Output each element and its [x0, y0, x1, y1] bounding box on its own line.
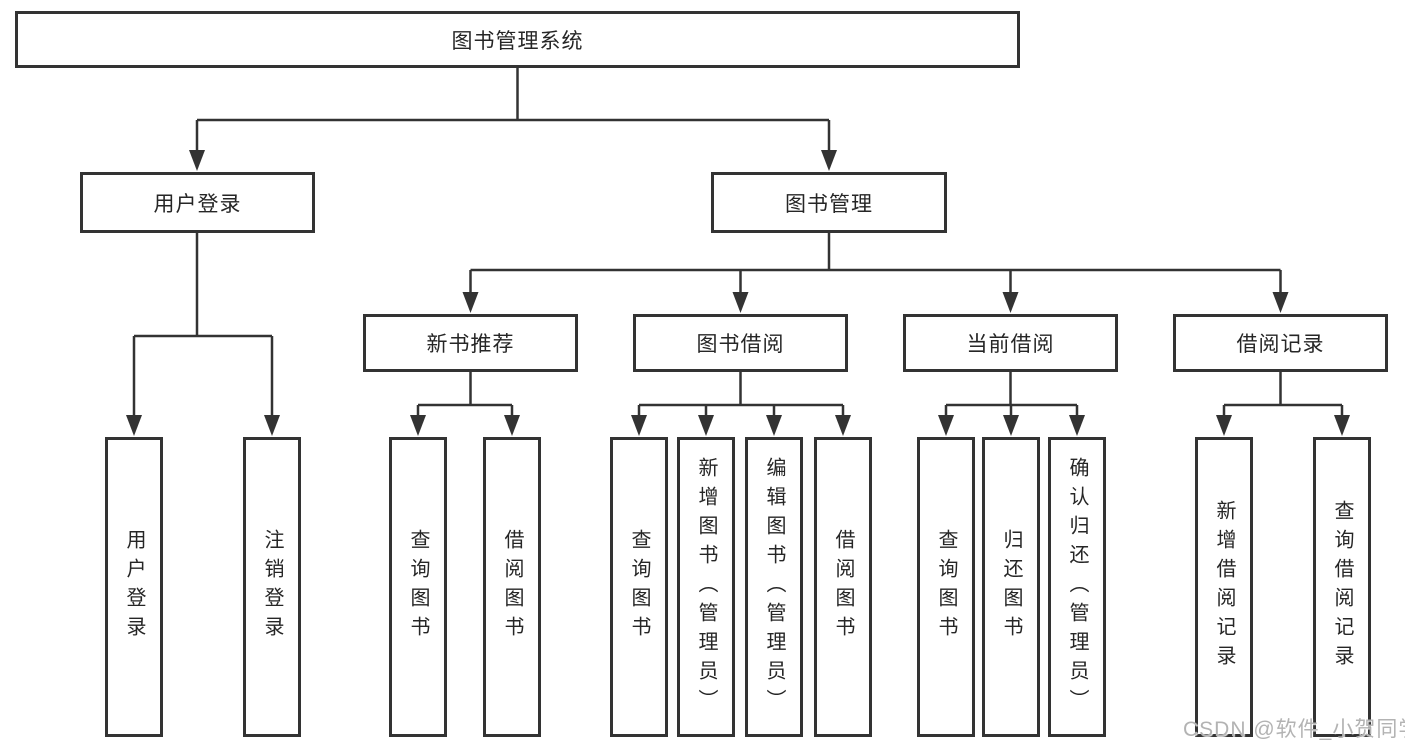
leaf-return-book: 归还图书	[982, 437, 1040, 737]
leaf-user-login-label: 用户登录	[123, 529, 145, 645]
leaf-borrow-book-1-label: 借阅图书	[501, 529, 523, 645]
leaf-query-book-3-label: 查询图书	[935, 529, 957, 645]
leaf-add-book-admin: 新增图书（管理员）	[677, 437, 735, 737]
leaf-add-borrow-record: 新增借阅记录	[1195, 437, 1253, 737]
leaf-confirm-return-admin: 确认归还（管理员）	[1048, 437, 1106, 737]
leaf-query-book-2-label: 查询图书	[628, 529, 650, 645]
node-borrowing-records: 借阅记录	[1173, 314, 1388, 372]
leaf-logout: 注销登录	[243, 437, 301, 737]
leaf-edit-book-admin-label: 编辑图书（管理员）	[763, 456, 785, 718]
node-book-management: 图书管理	[711, 172, 947, 233]
node-new-book-recommend: 新书推荐	[363, 314, 578, 372]
leaf-confirm-return-admin-label: 确认归还（管理员）	[1066, 456, 1088, 718]
leaf-borrow-book-1: 借阅图书	[483, 437, 541, 737]
leaf-query-borrow-record-label: 查询借阅记录	[1331, 500, 1353, 674]
leaf-borrow-book-2-label: 借阅图书	[832, 529, 854, 645]
node-current-borrowing: 当前借阅	[903, 314, 1118, 372]
leaf-query-book-2: 查询图书	[610, 437, 668, 737]
node-book-borrowing: 图书借阅	[633, 314, 848, 372]
leaf-return-book-label: 归还图书	[1000, 529, 1022, 645]
leaf-user-login: 用户登录	[105, 437, 163, 737]
leaf-add-borrow-record-label: 新增借阅记录	[1213, 500, 1235, 674]
leaf-edit-book-admin: 编辑图书（管理员）	[745, 437, 803, 737]
leaf-borrow-book-2: 借阅图书	[814, 437, 872, 737]
csdn-watermark: CSDN @软件_小贺同学	[1183, 718, 1405, 741]
node-user-login: 用户登录	[80, 172, 315, 233]
leaf-add-book-admin-label: 新增图书（管理员）	[695, 456, 717, 718]
leaf-query-book-3: 查询图书	[917, 437, 975, 737]
leaf-query-book-1-label: 查询图书	[407, 529, 429, 645]
leaf-query-book-1: 查询图书	[389, 437, 447, 737]
leaf-query-borrow-record: 查询借阅记录	[1313, 437, 1371, 737]
node-root-system: 图书管理系统	[15, 11, 1020, 68]
leaf-logout-label: 注销登录	[261, 529, 283, 645]
